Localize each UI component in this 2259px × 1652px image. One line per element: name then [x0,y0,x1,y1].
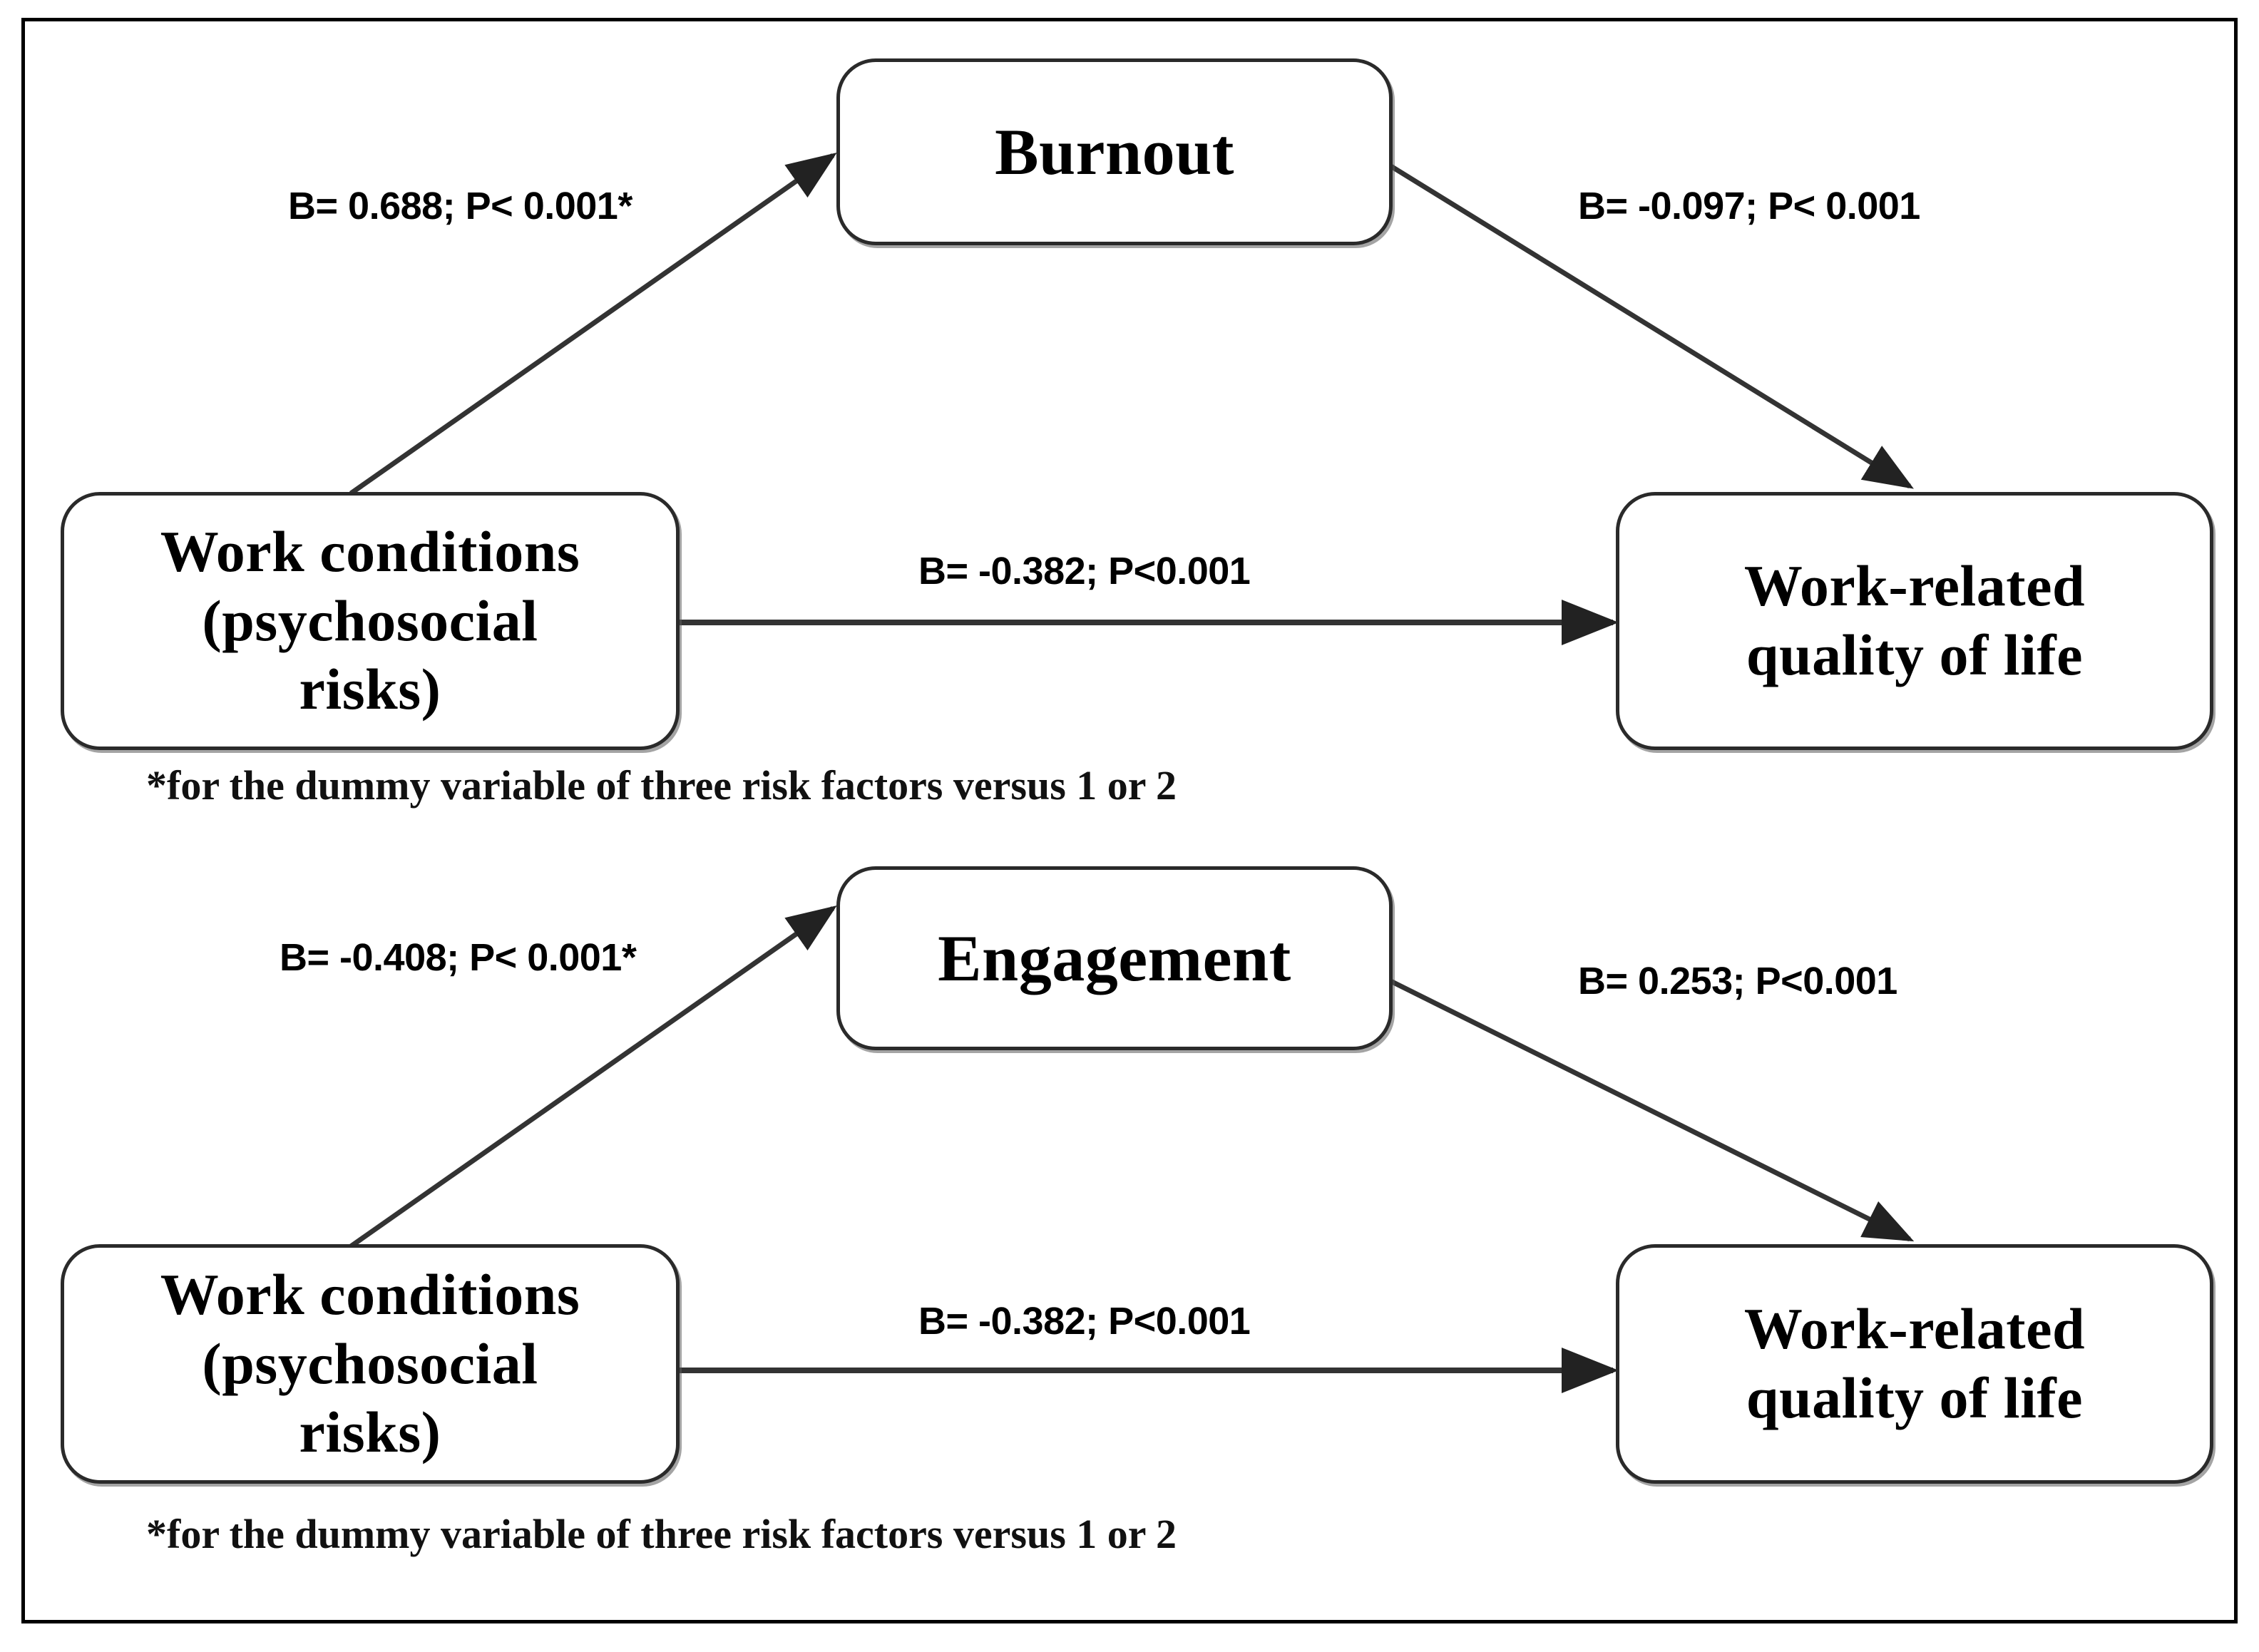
node-work-related-qol-2-label: Work-related quality of life [1743,1296,2086,1430]
node-engagement-label: Engagement [938,921,1291,995]
edge-label-engagement-to-qol: B= 0.253; P<0.001 [1578,960,1897,1002]
node-work-conditions-2-label: Work conditions (psychosocial risks) [160,1261,580,1465]
node-burnout-label: Burnout [995,115,1234,188]
node-work-related-qol-1[interactable]: Work-related quality of life [1616,492,2213,750]
node-burnout[interactable]: Burnout [836,58,1393,245]
node-work-related-qol-2[interactable]: Work-related quality of life [1616,1244,2213,1484]
node-work-conditions-1-label: Work conditions (psychosocial risks) [160,518,580,722]
edge-label-burnout-to-qol: B= -0.097; P< 0.001 [1578,185,1920,227]
footnote-panel-1: *for the dummy variable of three risk fa… [146,762,1177,809]
node-engagement[interactable]: Engagement [836,866,1393,1050]
node-work-conditions-2[interactable]: Work conditions (psychosocial risks) [61,1244,680,1484]
footnote-panel-2: *for the dummy variable of three risk fa… [146,1511,1177,1557]
edge-label-workconditions-to-burnout: B= 0.688; P< 0.001* [288,185,632,227]
edge-label-workconditions-to-qol-2: B= -0.382; P<0.001 [918,1300,1251,1343]
node-work-conditions-1[interactable]: Work conditions (psychosocial risks) [61,492,680,750]
node-work-related-qol-1-label: Work-related quality of life [1743,553,2086,687]
edge-label-workconditions-to-qol-1: B= -0.382; P<0.001 [918,550,1251,592]
edge-label-workconditions-to-engagement: B= -0.408; P< 0.001* [280,936,637,979]
